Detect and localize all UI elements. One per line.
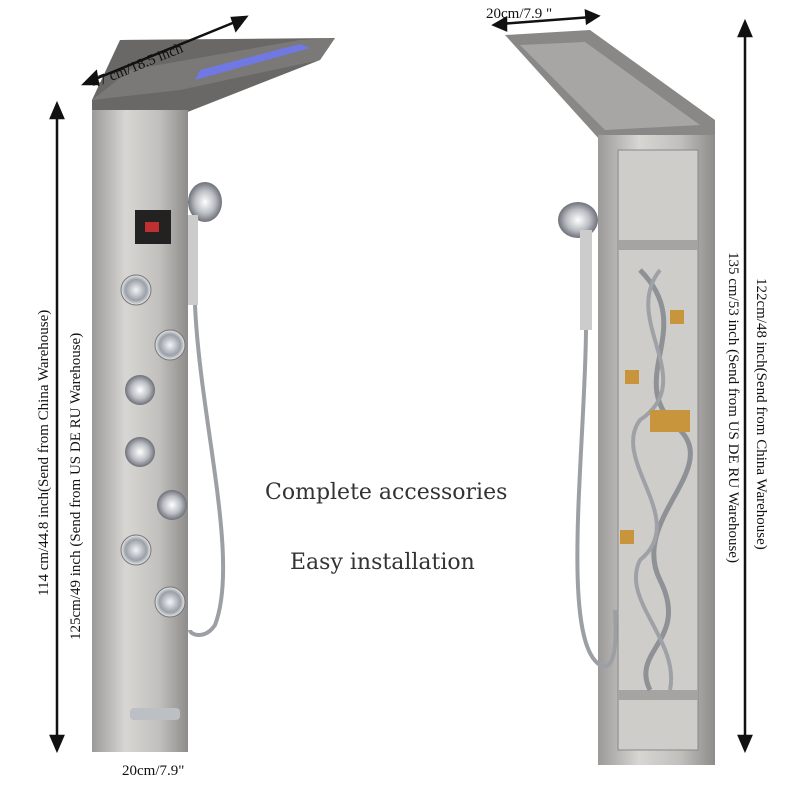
dimension-arrows: [49, 9, 753, 754]
left-shower-panel: [92, 38, 335, 752]
led-rain-head: [195, 44, 310, 80]
body-jet: [120, 534, 152, 566]
tub-spout: [130, 708, 180, 720]
brass-fitting: [670, 310, 684, 324]
caption-complete-accessories: Complete accessories: [265, 480, 508, 505]
brass-valve: [650, 410, 690, 432]
hand-shower-head: [558, 202, 598, 238]
left-height-us-label: 125cm/49 inch (Send from US DE RU Wareho…: [68, 333, 84, 640]
right-top-width-label: 20cm/7.9 ": [486, 6, 552, 22]
body-jet: [154, 329, 186, 361]
body-jet: [120, 274, 152, 306]
internal-pipes: [638, 268, 693, 692]
control-knob: [125, 437, 155, 467]
body-jet: [154, 586, 186, 618]
shower-hose: [188, 304, 226, 637]
right-height-china-label: 122cm/48 inch(Send from China Warehouse): [753, 278, 769, 550]
control-knob: [125, 375, 155, 405]
left-bottom-width-label: 20cm/7.9": [122, 763, 184, 779]
shower-hose: [575, 329, 618, 669]
right-height-us-label: 135 cm/53 inch (Send from US DE RU Wareh…: [725, 252, 741, 563]
brass-fitting: [625, 370, 639, 384]
right-shower-panel: [505, 30, 715, 765]
left-height-china-label: 114 cm/44.8 inch(Send from China Warehou…: [36, 310, 52, 596]
brass-fitting: [620, 530, 634, 544]
caption-easy-installation: Easy installation: [290, 550, 475, 575]
hand-shower-head: [188, 182, 222, 222]
control-knob: [157, 490, 187, 520]
